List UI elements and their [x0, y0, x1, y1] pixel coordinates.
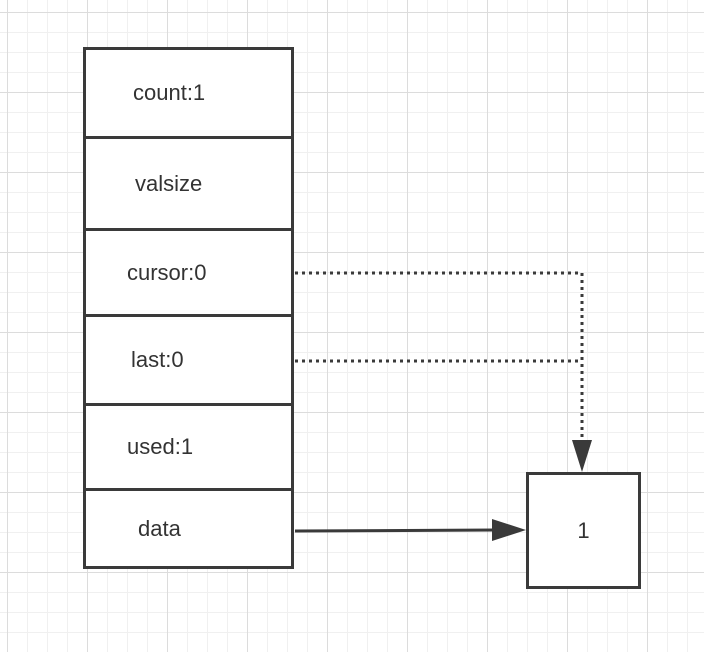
field-last: last:0 [86, 317, 291, 406]
field-data-label: data [138, 515, 181, 541]
field-valsize: valsize [86, 139, 291, 231]
array-cell-value: 1 [577, 517, 590, 543]
field-last-label: last:0 [131, 347, 184, 372]
edge-cursor-arrowhead [572, 440, 592, 472]
edge-data-arrowhead [492, 519, 526, 541]
field-data: data [86, 491, 291, 566]
field-count: count:1 [86, 50, 291, 139]
field-used: used:1 [86, 406, 291, 491]
field-cursor-label: cursor:0 [127, 259, 207, 285]
field-valsize-label: valsize [135, 170, 203, 196]
field-cursor: cursor:0 [86, 231, 291, 317]
struct-node: count:1 valsize cursor:0 last:0 used:1 d… [83, 47, 294, 569]
field-used-label: used:1 [127, 434, 194, 459]
edge-data-to-cell [294, 528, 497, 533]
array-cell-node: 1 [526, 472, 641, 589]
field-count-label: count:1 [133, 80, 206, 105]
edge-cursor-to-cell [295, 271, 584, 458]
